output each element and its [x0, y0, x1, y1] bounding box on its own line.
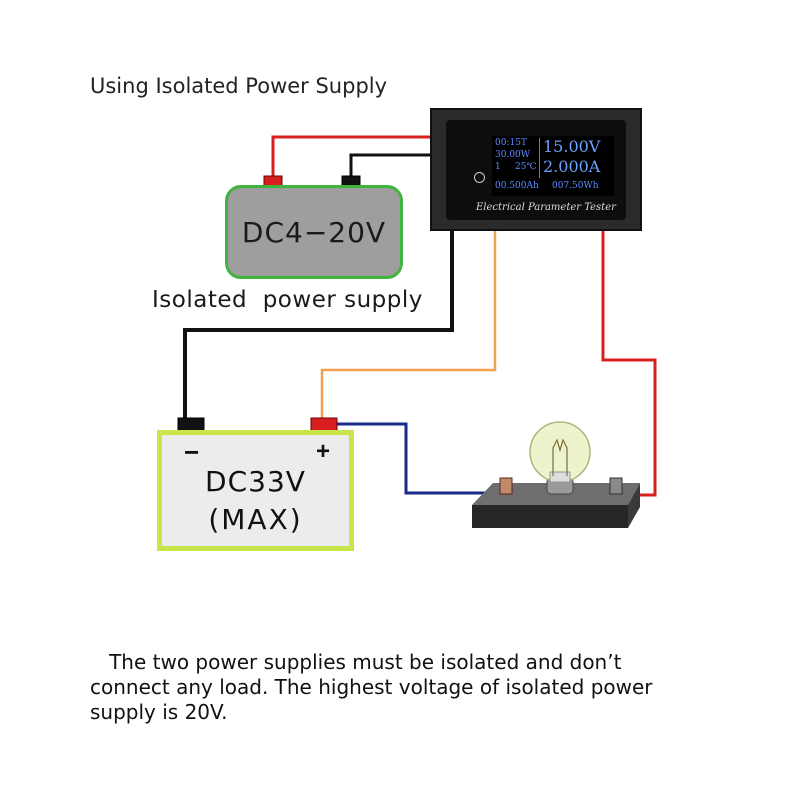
- screen-energy: 007.50Wh: [552, 181, 599, 191]
- lamp-right-terminal: [609, 477, 623, 495]
- screen-power: 30.00W: [495, 150, 531, 160]
- lamp-base-front: [472, 505, 628, 528]
- main-power-supply: − + DC33V (MAX): [157, 430, 354, 551]
- screen-current: 2.000A: [543, 157, 601, 176]
- screen-divider: [539, 138, 540, 178]
- meter-screen: 00:15T 30.00W 1 25℃ 15.00V 2.000A 00.500…: [492, 136, 614, 196]
- main-supply-max: (MAX): [208, 503, 303, 536]
- isolated-supply-caption: Isolated power supply: [152, 287, 423, 313]
- main-supply-voltage: DC33V: [205, 465, 306, 498]
- bulb-neck: [549, 471, 571, 483]
- wire-black-meter-to-battery: [183, 229, 454, 422]
- isolated-power-supply: DC4−20V: [225, 185, 403, 279]
- screen-capacity: 00.500Ah: [495, 181, 539, 191]
- wire-orange-meter-to-battery: [320, 229, 497, 422]
- meter-label: Electrical Parameter Tester: [476, 202, 616, 213]
- lamp-base-side: [628, 483, 640, 528]
- note-line-3: supply is 20V.: [90, 700, 228, 724]
- note-line-2: connect any load. The highest voltage of…: [90, 675, 653, 699]
- screen-channel: 1: [495, 162, 501, 172]
- battery-plus-sign: +: [316, 438, 331, 465]
- wire-red-meter-to-lamp: [601, 229, 657, 497]
- meter-button: [474, 172, 485, 183]
- screen-voltage: 15.00V: [543, 137, 601, 156]
- diagram-title: Using Isolated Power Supply: [90, 74, 388, 98]
- wire-black-supply-to-meter: [349, 153, 432, 183]
- instruction-note: The two power supplies must be isolated …: [90, 650, 730, 725]
- screen-time: 00:15T: [495, 138, 527, 148]
- bulb-filament: [552, 438, 568, 476]
- lamp-left-terminal: [499, 477, 513, 495]
- wire-red-supply-to-meter: [271, 135, 432, 183]
- battery-minus-sign: −: [184, 437, 200, 467]
- wire-blue-battery-to-lamp: [330, 422, 500, 495]
- screen-temp: 25℃: [515, 162, 537, 172]
- electrical-parameter-tester: 00:15T 30.00W 1 25℃ 15.00V 2.000A 00.500…: [430, 108, 642, 231]
- meter-face: 00:15T 30.00W 1 25℃ 15.00V 2.000A 00.500…: [446, 120, 626, 220]
- isolated-supply-voltage: DC4−20V: [241, 215, 387, 249]
- note-line-1: The two power supplies must be isolated …: [90, 650, 622, 674]
